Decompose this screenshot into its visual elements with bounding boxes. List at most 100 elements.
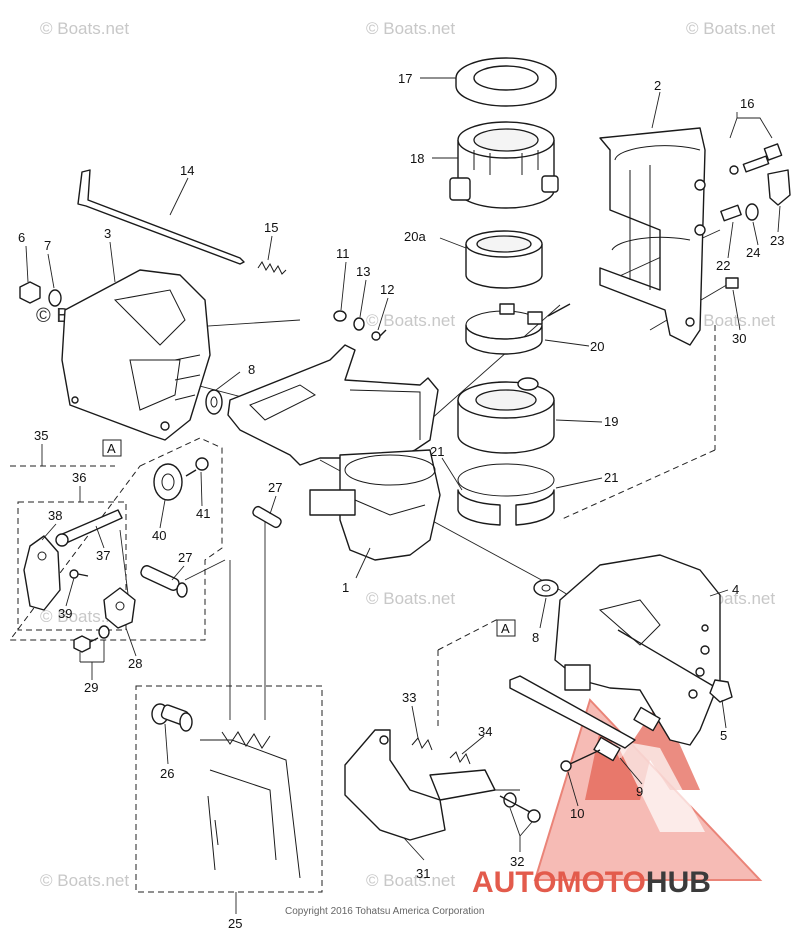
label-29: 29	[84, 680, 98, 695]
watermark: © Boats.net	[40, 871, 129, 890]
label-20: 20	[590, 339, 604, 354]
label-24: 24	[746, 245, 760, 260]
part-screw-30	[725, 277, 739, 289]
label-40: 40	[152, 528, 166, 543]
part-knob-23	[767, 169, 791, 206]
part-bolt-10	[560, 749, 601, 772]
label-35: 35	[34, 428, 48, 443]
label-2: 2	[654, 78, 661, 93]
part-spring-15	[257, 261, 287, 275]
watermark: © Boats.net	[686, 311, 775, 330]
label-6: 6	[18, 230, 25, 245]
label-4: 4	[732, 582, 739, 597]
label-8-lower: 8	[532, 630, 539, 645]
ref-marker-lower: A	[496, 619, 516, 637]
label-41: 41	[196, 506, 210, 521]
part-mount-19	[457, 377, 555, 454]
part-split-bushing-21	[457, 463, 555, 526]
label-18: 18	[410, 151, 424, 166]
callout-leaders	[25, 77, 781, 914]
part-bracket-31	[344, 729, 496, 841]
label-9: 9	[636, 784, 643, 799]
label-21-left: 21	[430, 444, 444, 459]
label-3: 3	[104, 226, 111, 241]
part-ring-17	[455, 57, 557, 107]
label-30: 30	[732, 331, 746, 346]
part-washer-32	[503, 792, 517, 808]
label-19: 19	[604, 414, 618, 429]
label-22: 22	[716, 258, 730, 273]
label-15: 15	[264, 220, 278, 235]
label-12: 12	[380, 282, 394, 297]
part-spring-34	[449, 751, 471, 765]
part-bracket-3	[61, 269, 211, 441]
part-plate-9	[509, 675, 661, 762]
label-36: 36	[72, 470, 86, 485]
label-20a: 20a	[404, 229, 426, 244]
part-lever-38	[23, 535, 61, 611]
label-27-lower: 27	[178, 550, 192, 565]
part-spring-33	[411, 737, 433, 751]
watermark: © Boats.net	[366, 589, 455, 608]
label-1: 1	[342, 580, 349, 595]
part-washer-7	[48, 289, 62, 307]
watermark: © Boats.net	[40, 19, 129, 38]
part-bracket-4	[554, 554, 721, 746]
part-pin-27-lower	[140, 565, 188, 598]
part-bracket-2	[599, 127, 706, 346]
part-bushing-20a	[465, 230, 543, 289]
copyright-notice: Copyright 2016 Tohatsu America Corporati…	[285, 906, 484, 917]
part-spring-11	[333, 310, 347, 322]
part-washer-8-lower	[533, 579, 559, 597]
svg-text:AUTOMOTOHUB: AUTOMOTOHUB	[472, 866, 711, 899]
part-plate-28	[103, 587, 136, 629]
part-washer-8-upper	[205, 389, 223, 415]
label-23: 23	[770, 233, 784, 248]
label-37: 37	[96, 548, 110, 563]
svg-text:A: A	[107, 441, 116, 456]
label-16: 16	[740, 96, 754, 111]
part-screw-12	[371, 329, 387, 341]
label-5: 5	[720, 728, 727, 743]
label-17: 17	[398, 71, 412, 86]
watermark: © Boats.net	[366, 311, 455, 330]
label-25: 25	[228, 916, 242, 931]
label-21-right: 21	[604, 470, 618, 485]
part-washer-24	[745, 203, 759, 221]
label-13: 13	[356, 264, 370, 279]
watermark: © Boats.net	[366, 871, 455, 890]
part-bolt-29	[73, 625, 110, 653]
label-32: 32	[510, 854, 524, 869]
part-spring-assembly-25	[200, 731, 301, 879]
label-27-upper: 27	[268, 480, 282, 495]
label-7: 7	[44, 238, 51, 253]
label-26: 26	[160, 766, 174, 781]
label-14: 14	[180, 163, 194, 178]
part-bolt-37	[55, 509, 123, 547]
part-swivel-bracket-1	[227, 344, 441, 561]
label-11: 11	[336, 246, 350, 261]
label-28: 28	[128, 656, 142, 671]
part-screw-39	[69, 569, 89, 579]
group-boxes	[9, 437, 323, 893]
part-nut-6	[19, 281, 41, 304]
part-bolt-32	[499, 795, 541, 823]
part-knob-40	[153, 463, 183, 501]
callout-labels: 17 18 20a 20 19 21 21 2 16 22 24 23 30 1…	[18, 71, 784, 931]
label-10: 10	[570, 806, 584, 821]
part-bolt-5	[617, 629, 733, 703]
label-38: 38	[48, 508, 62, 523]
label-34: 34	[478, 724, 492, 739]
part-mount-18	[449, 121, 559, 209]
label-39: 39	[58, 606, 72, 621]
part-screw-41	[185, 457, 209, 477]
watermark: © Boats.net	[686, 19, 775, 38]
watermark: © Boats.net	[366, 19, 455, 38]
svg-text:A: A	[501, 621, 510, 636]
ref-marker-upper: A	[102, 439, 122, 457]
part-pin-26	[151, 703, 193, 732]
part-rod-14	[77, 169, 245, 265]
part-washer-13	[353, 317, 365, 331]
label-31: 31	[416, 866, 430, 881]
